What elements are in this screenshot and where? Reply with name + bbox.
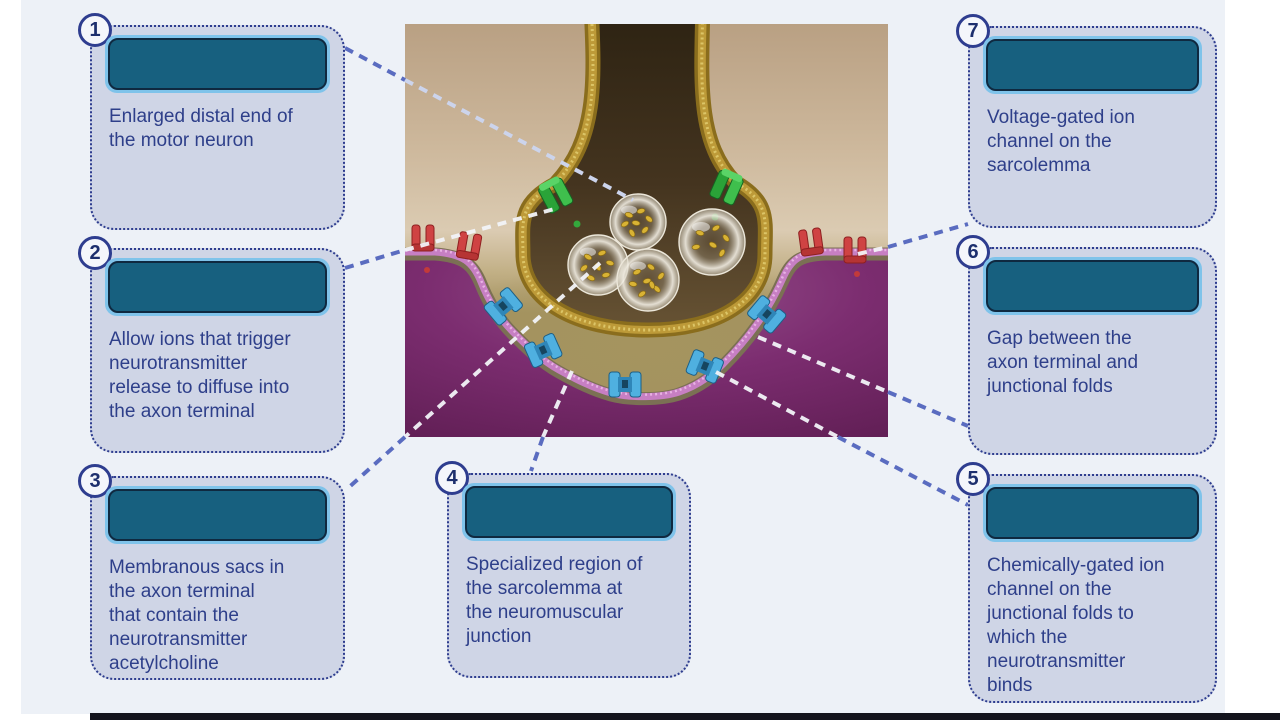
card-description: Chemically-gated ion channel on the junc…: [987, 555, 1165, 696]
card-description: Membranous sacs in the axon terminal tha…: [109, 557, 285, 674]
label-card-7: 7 Voltage-gated ion channel on the sarco…: [956, 14, 1217, 228]
card-description: Allow ions that trigger neurotransmitter…: [109, 329, 291, 422]
card-description: Specialized region of the sarcolemma at …: [466, 554, 643, 647]
card-description: Enlarged distal end of the motor neuron: [109, 106, 293, 151]
label-card-1: 1 Enlarged distal end of the motor neuro…: [78, 13, 345, 230]
neuromuscular-junction-illustration: [405, 24, 888, 437]
drop-zone-highlight: [462, 483, 676, 541]
answer-drop-zone-4[interactable]: [465, 486, 673, 538]
answer-drop-zone-5[interactable]: [986, 487, 1199, 539]
drop-zone-highlight: [983, 484, 1202, 542]
answer-drop-zone-7[interactable]: [986, 39, 1199, 91]
drop-zone-highlight: [983, 36, 1202, 94]
card-description: Voltage-gated ion channel on the sarcole…: [987, 107, 1135, 176]
drop-zone-highlight: [105, 35, 330, 93]
label-card-3: 3 Membranous sacs in the axon terminal t…: [78, 464, 345, 680]
card-description: Gap between the axon terminal and juncti…: [987, 328, 1139, 397]
drop-zone-highlight: [105, 486, 330, 544]
drop-zone-highlight: [105, 258, 330, 316]
label-card-6: 6 Gap between the axon terminal and junc…: [956, 235, 1217, 455]
label-card-5: 5 Chemically-gated ion channel on the ju…: [956, 462, 1217, 703]
label-card-2: 2 Allow ions that trigger neurotransmitt…: [78, 236, 345, 453]
label-card-4: 4 Specialized region of the sarcolemma a…: [435, 461, 691, 678]
bottom-bar: [90, 713, 1280, 720]
answer-drop-zone-1[interactable]: [108, 38, 327, 90]
answer-drop-zone-3[interactable]: [108, 489, 327, 541]
answer-drop-zone-6[interactable]: [986, 260, 1199, 312]
answer-drop-zone-2[interactable]: [108, 261, 327, 313]
drop-zone-highlight: [983, 257, 1202, 315]
